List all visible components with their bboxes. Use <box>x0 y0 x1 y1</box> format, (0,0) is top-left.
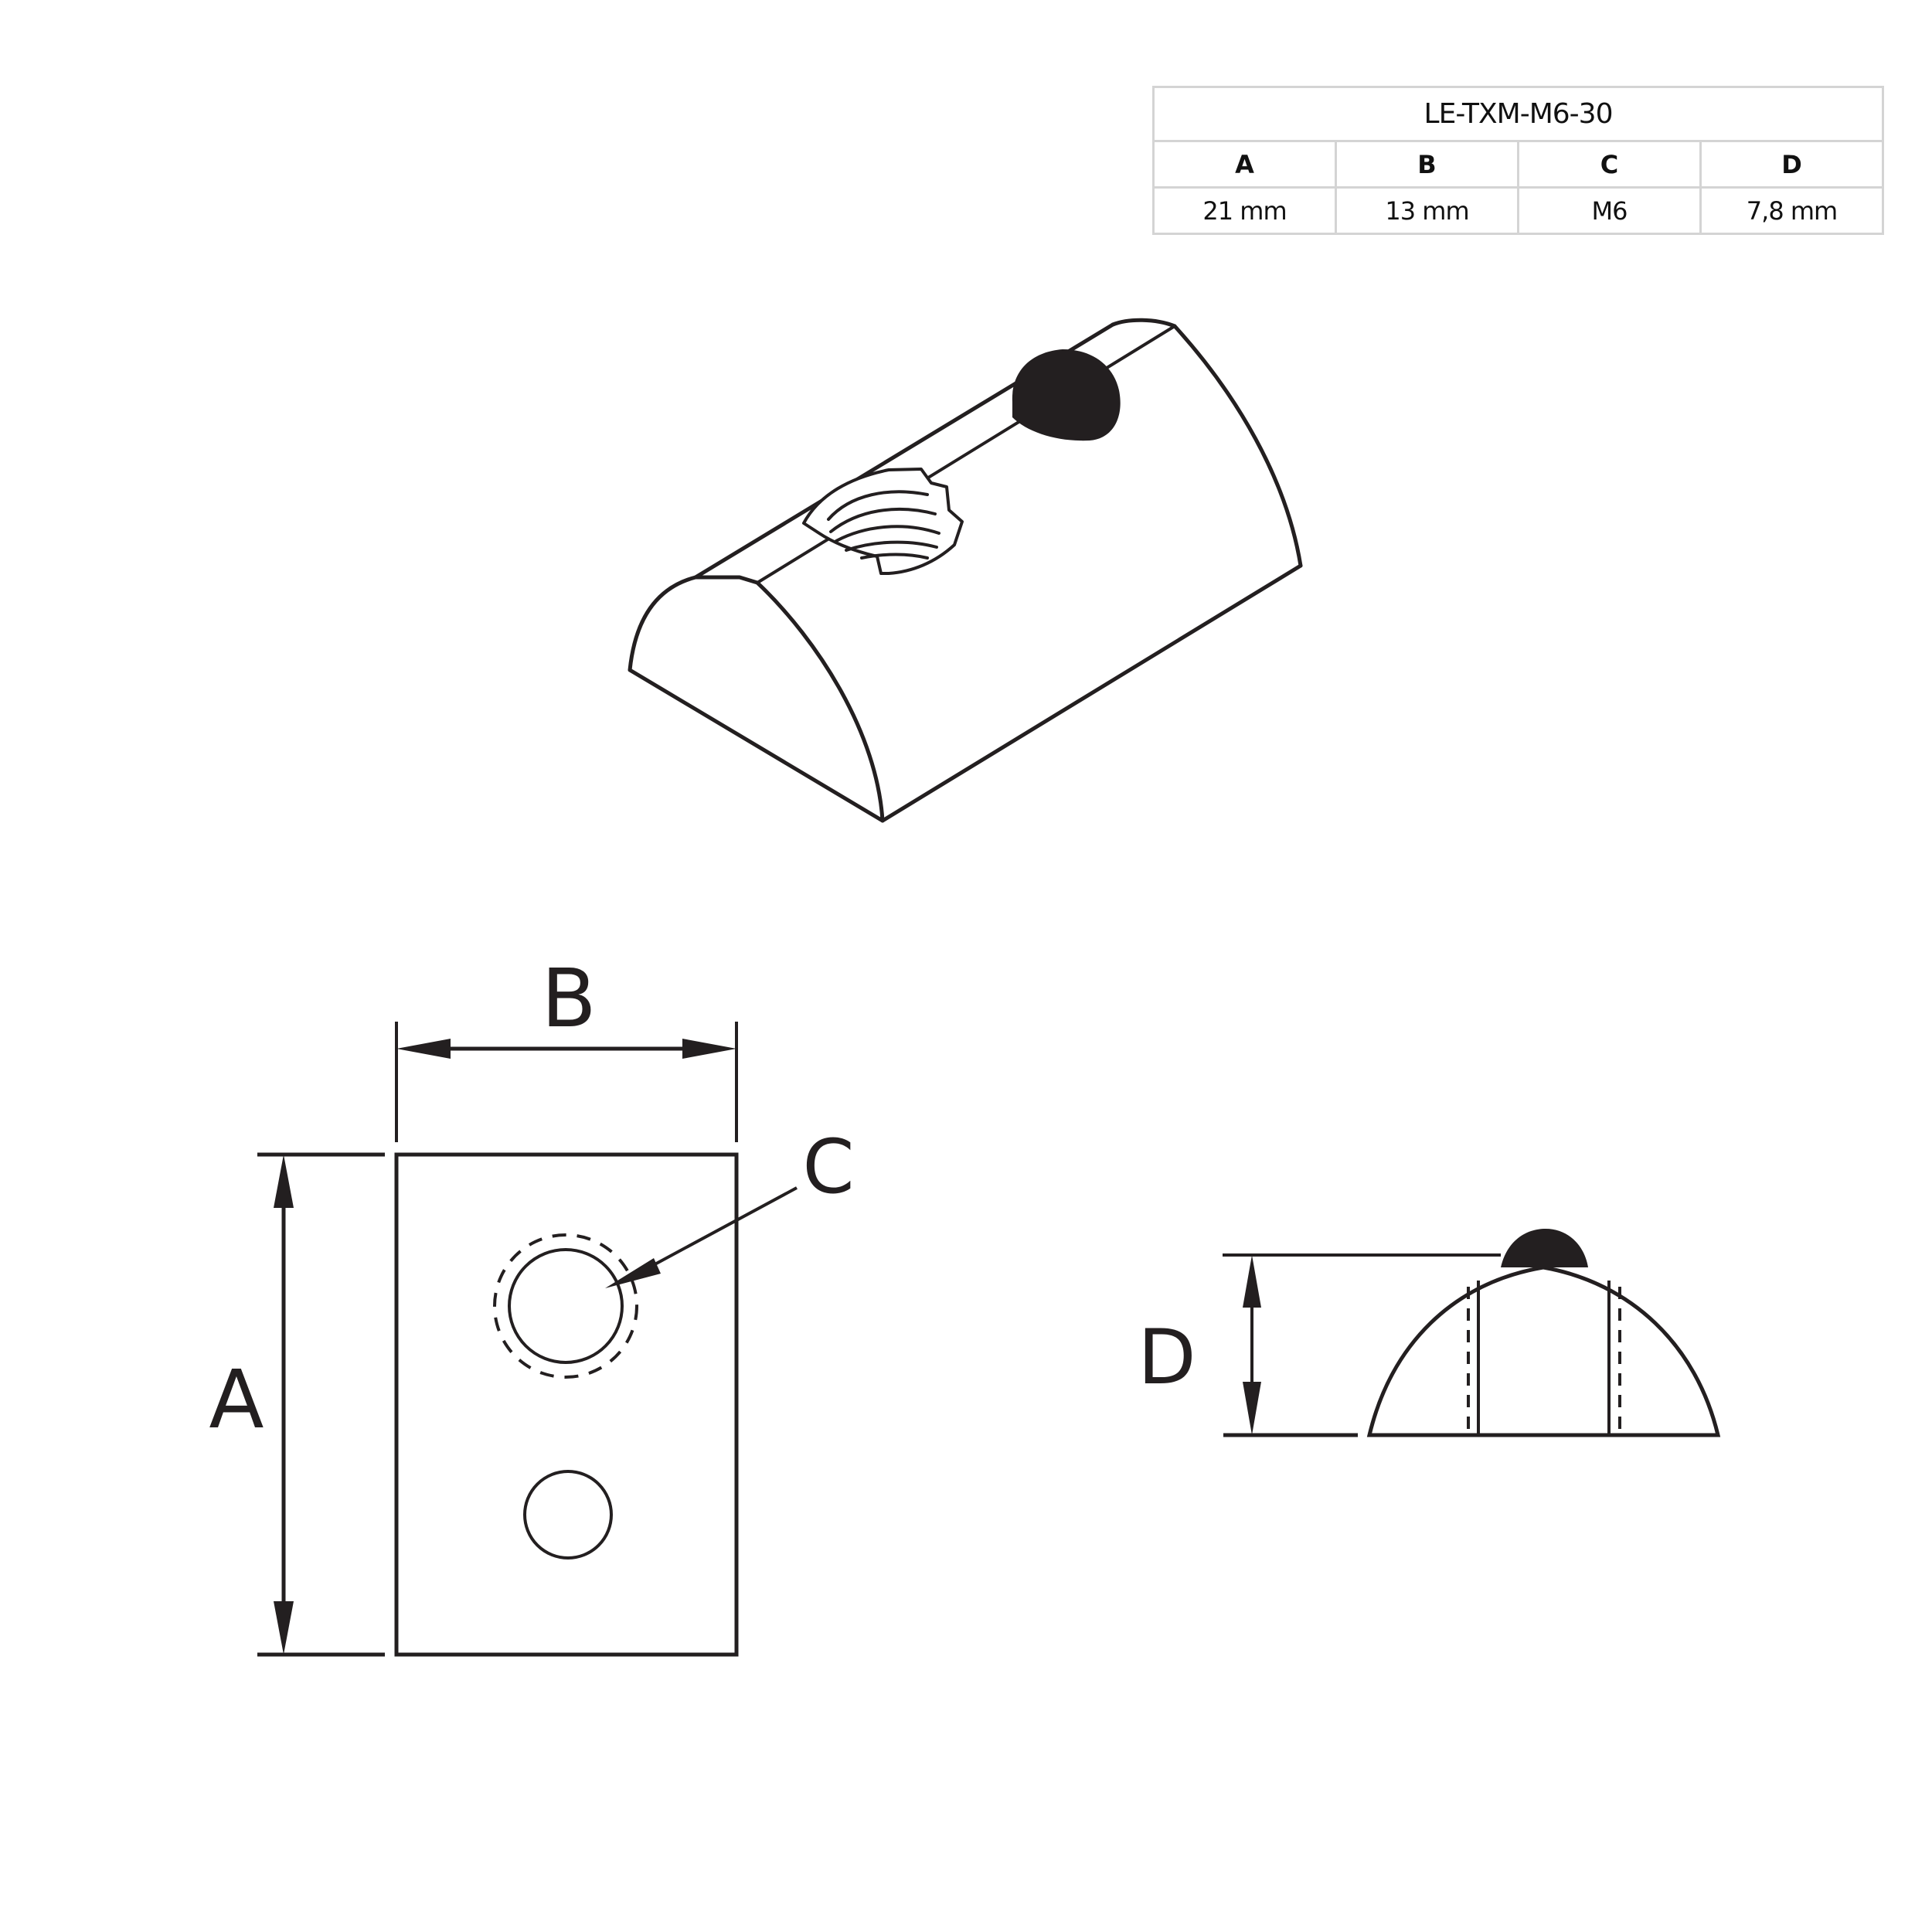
c-leader-line <box>648 1186 798 1269</box>
front-face-outline <box>628 575 885 823</box>
d-arrow-top-icon <box>1243 1255 1261 1308</box>
spring-ball-hole <box>523 1470 613 1560</box>
label-b: B <box>541 951 596 1046</box>
a-arrow-top-icon <box>274 1155 294 1208</box>
back-top-edge <box>1111 318 1177 328</box>
spec-table-title-row: LE-TXM-M6-30 <box>1152 86 1884 142</box>
back-face-arc <box>1172 324 1303 568</box>
spec-table-value-row: 21 mm 13 mm M6 7,8 mm <box>1152 186 1884 235</box>
label-a: A <box>209 1352 264 1447</box>
label-d: D <box>1138 1314 1196 1402</box>
column-header-b: B <box>1335 140 1519 189</box>
spec-table: LE-TXM-M6-30 A B C D 21 mm 13 mm M6 7,8 … <box>1152 86 1884 235</box>
column-header-c: C <box>1517 140 1702 189</box>
thread-hole-outer-dashed <box>493 1233 638 1379</box>
isometric-view <box>628 318 1303 823</box>
column-header-a: A <box>1152 140 1337 189</box>
bottom-right-edge <box>880 563 1303 823</box>
threaded-hole-icon <box>802 468 964 575</box>
column-header-d: D <box>1699 140 1884 189</box>
side-view <box>1223 1229 1721 1437</box>
value-a: 21 mm <box>1152 186 1337 235</box>
spring-ball-icon <box>1012 349 1121 441</box>
b-arrow-right-icon <box>682 1039 736 1059</box>
nut-outline-top <box>394 1152 739 1657</box>
thread-hole-inner <box>508 1248 624 1364</box>
label-c: C <box>802 1124 854 1210</box>
d-arrow-bottom-icon <box>1243 1382 1261 1435</box>
spring-ball-side-icon <box>1501 1229 1588 1267</box>
b-arrow-left-icon <box>396 1039 451 1059</box>
c-arrow-icon <box>605 1258 661 1288</box>
groove-line <box>756 325 1176 584</box>
value-b: 13 mm <box>1335 186 1519 235</box>
spec-table-header-row: A B C D <box>1152 140 1884 189</box>
value-d: 7,8 mm <box>1699 186 1884 235</box>
value-c: M6 <box>1517 186 1702 235</box>
spec-table-title: LE-TXM-M6-30 <box>1152 86 1884 142</box>
a-arrow-bottom-icon <box>274 1601 294 1655</box>
dome-profile <box>1366 1265 1721 1437</box>
top-view <box>257 1022 798 1657</box>
